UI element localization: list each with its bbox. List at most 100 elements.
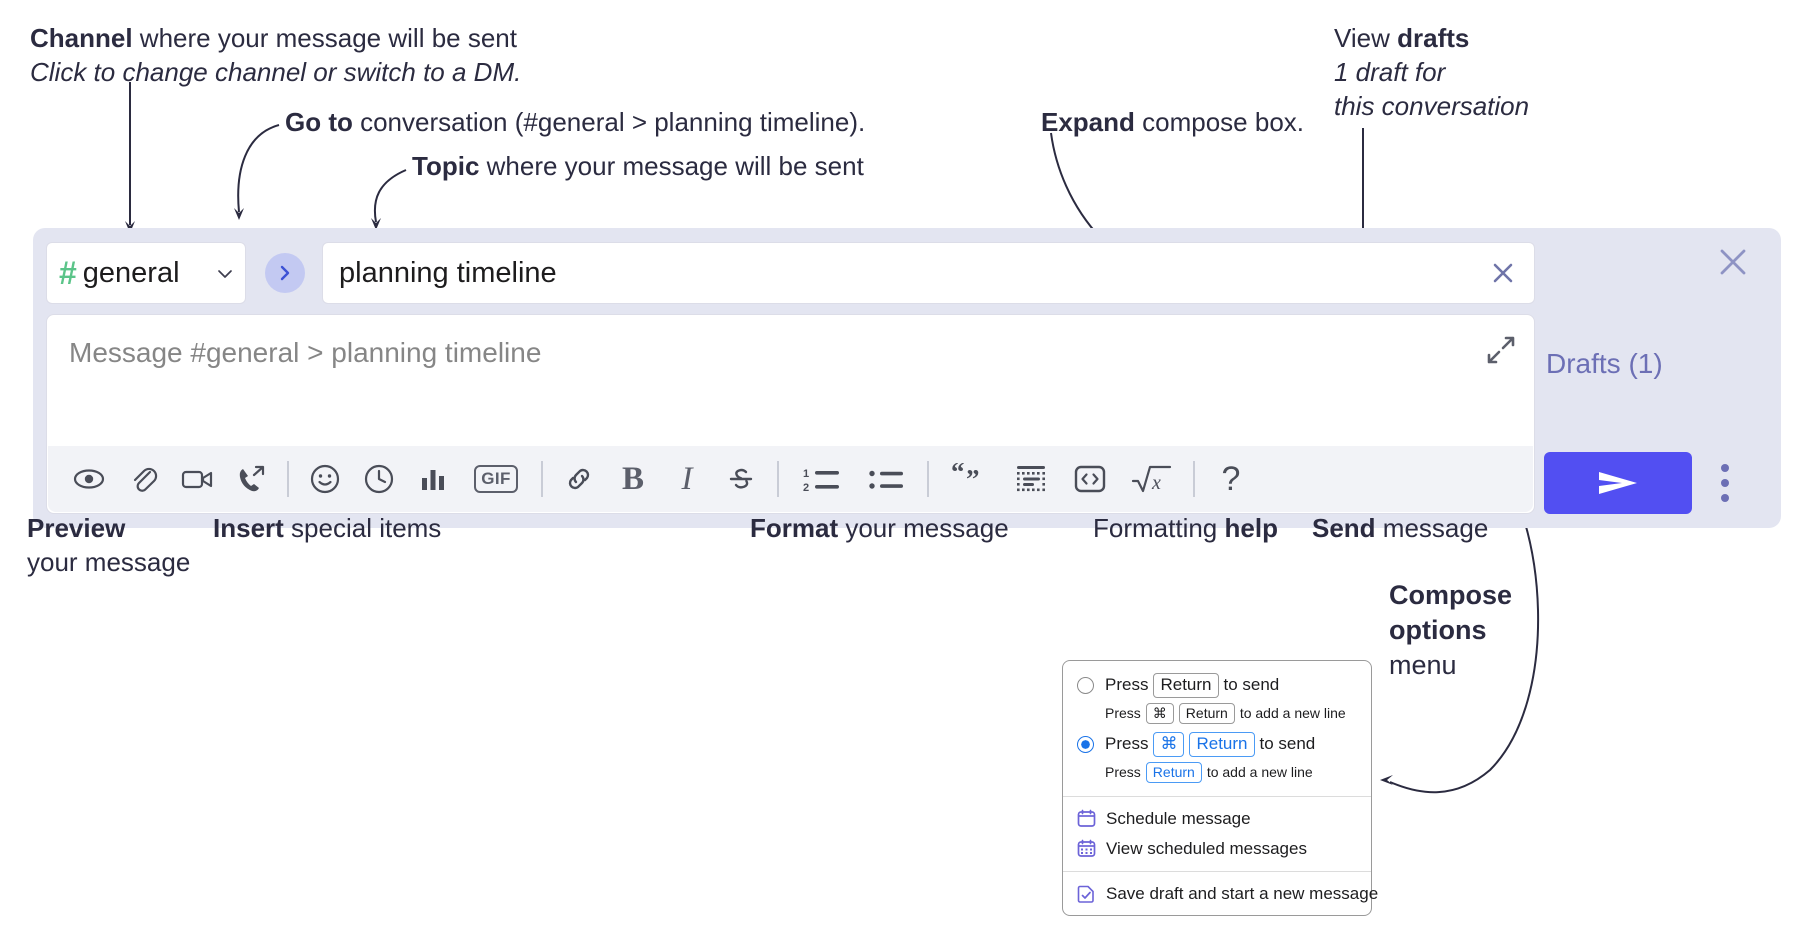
audio-call-icon[interactable] <box>228 456 274 502</box>
kebab-menu-icon <box>1721 494 1729 502</box>
italic-icon[interactable]: I <box>664 456 710 502</box>
annotation-send-bold: Send <box>1312 513 1376 543</box>
annotation-insert-rest: special items <box>283 513 442 543</box>
annotation-compose-options-bold2: options <box>1389 615 1487 646</box>
menu-item-label: Schedule message <box>1106 808 1251 828</box>
toolbar-separator-2 <box>541 461 543 497</box>
send-option-cmd-return[interactable]: Press ⌘ Return to send <box>1063 730 1371 759</box>
link-icon[interactable] <box>556 456 602 502</box>
menu-item-label: View scheduled messages <box>1106 838 1307 858</box>
toolbar-separator-3 <box>777 461 779 497</box>
annotation-drafts-plain: View <box>1334 23 1398 53</box>
annotation-help-plain: Formatting <box>1093 513 1225 543</box>
annotation-help-bold: help <box>1224 513 1278 543</box>
annotation-drafts: View drafts 1 draft for this conversatio… <box>1334 22 1529 123</box>
svg-text:x: x <box>1151 472 1161 494</box>
svg-text:2: 2 <box>803 482 809 494</box>
radio-button-unselected[interactable] <box>1077 676 1094 694</box>
annotation-preview: Preview your message <box>27 512 190 580</box>
annotation-topic-bold: Topic <box>412 151 480 181</box>
toolbar-separator-1 <box>287 461 289 497</box>
calendar-schedule-icon <box>1077 809 1096 828</box>
annotation-channel-rest: where your message will be sent <box>132 23 517 53</box>
clock-icon[interactable] <box>356 456 402 502</box>
code-block-icon[interactable] <box>1006 456 1056 502</box>
calendar-grid-icon <box>1077 839 1096 858</box>
toolbar-separator-4 <box>927 461 929 497</box>
key-return: Return <box>1189 731 1255 757</box>
key-command: ⌘ <box>1145 702 1174 724</box>
annotation-topic: Topic where your message will be sent <box>412 150 864 184</box>
math-icon[interactable]: x <box>1124 456 1180 502</box>
topic-input[interactable]: planning timeline <box>322 242 1535 304</box>
goto-conversation-button[interactable] <box>265 253 305 293</box>
annotation-compose-options-bold1: Compose <box>1389 580 1513 610</box>
compose-options-menu-button[interactable] <box>1713 460 1737 506</box>
annotation-compose-options: Compose options menu <box>1389 578 1512 683</box>
option1-sub-pre: Press <box>1105 705 1141 722</box>
expand-icon[interactable] <box>1486 335 1516 365</box>
annotation-expand-rest: compose box. <box>1134 107 1305 137</box>
annotation-send: Send message <box>1312 512 1488 546</box>
strikethrough-icon[interactable] <box>718 456 764 502</box>
annotation-channel-bold: Channel <box>30 23 133 53</box>
blockquote-icon[interactable]: “” <box>942 456 998 502</box>
bold-label: B <box>621 460 644 497</box>
message-input-box[interactable]: Message #general > planning timeline <box>46 314 1535 514</box>
annotation-channel-italic: Click to change channel or switch to a D… <box>30 56 522 87</box>
radio-button-selected[interactable] <box>1077 735 1094 753</box>
key-return: Return <box>1145 761 1202 783</box>
send-button[interactable] <box>1544 452 1692 514</box>
svg-text:“: “ <box>951 463 965 487</box>
annotation-insert-bold: Insert <box>213 513 284 543</box>
channel-select[interactable]: # general <box>46 242 246 304</box>
svg-text:1: 1 <box>803 468 809 480</box>
chevron-down-icon <box>215 264 233 282</box>
annotation-drafts-line2: 1 draft for <box>1334 56 1446 87</box>
menu-divider <box>1063 795 1371 797</box>
annotation-preview-bold: Preview <box>27 513 126 543</box>
menu-item-save-draft[interactable]: Save draft and start a new message <box>1063 879 1378 909</box>
svg-text:”: ” <box>966 464 980 494</box>
annotation-expand-bold: Expand <box>1041 107 1135 137</box>
emoji-smiley-icon[interactable] <box>302 456 348 502</box>
close-icon[interactable] <box>1716 245 1750 279</box>
bar-chart-icon[interactable] <box>410 456 456 502</box>
compose-widget: # general planning timeline M <box>33 228 1781 528</box>
send-option-return[interactable]: Press Return to send <box>1063 671 1371 700</box>
video-camera-icon[interactable] <box>174 456 220 502</box>
option1-post: to send <box>1223 675 1280 695</box>
help-label: ? <box>1221 459 1241 498</box>
toolbar-separator-5 <box>1193 461 1195 497</box>
bulleted-list-icon[interactable] <box>858 456 914 502</box>
inline-code-icon[interactable] <box>1064 456 1116 502</box>
menu-item-view-scheduled[interactable]: View scheduled messages <box>1063 834 1371 864</box>
annotation-goto: Go to conversation (#general > planning … <box>285 106 865 140</box>
option2-sub-post: to add a new line <box>1206 764 1313 781</box>
gif-icon[interactable]: GIF <box>464 456 528 502</box>
annotation-drafts-line3: this conversation <box>1334 90 1530 121</box>
menu-item-schedule-message[interactable]: Schedule message <box>1063 804 1371 834</box>
bold-icon[interactable]: B <box>610 456 656 502</box>
send-option-return-sub: Press ⌘ Return to add a new line <box>1063 700 1371 730</box>
kebab-menu-icon <box>1721 464 1729 472</box>
drafts-link[interactable]: Drafts (1) <box>1546 348 1663 379</box>
send-option-cmd-return-sub: Press Return to add a new line <box>1063 759 1371 789</box>
annotation-format: Format your message <box>750 512 1009 546</box>
topic-value: planning timeline <box>339 256 557 289</box>
key-return: Return <box>1178 702 1235 724</box>
option2-post: to send <box>1259 734 1316 754</box>
compose-inner: # general planning timeline M <box>46 242 1535 514</box>
option2-sub-pre: Press <box>1105 764 1141 781</box>
annotation-help: Formatting help <box>1093 512 1278 546</box>
option1-pre: Press <box>1105 675 1149 695</box>
key-command: ⌘ <box>1153 731 1185 757</box>
close-icon[interactable] <box>1488 258 1518 288</box>
italic-label: I <box>681 460 693 497</box>
preview-icon[interactable] <box>66 456 112 502</box>
attachment-paperclip-icon[interactable] <box>120 456 166 502</box>
formatting-help-icon[interactable]: ? <box>1208 456 1254 502</box>
